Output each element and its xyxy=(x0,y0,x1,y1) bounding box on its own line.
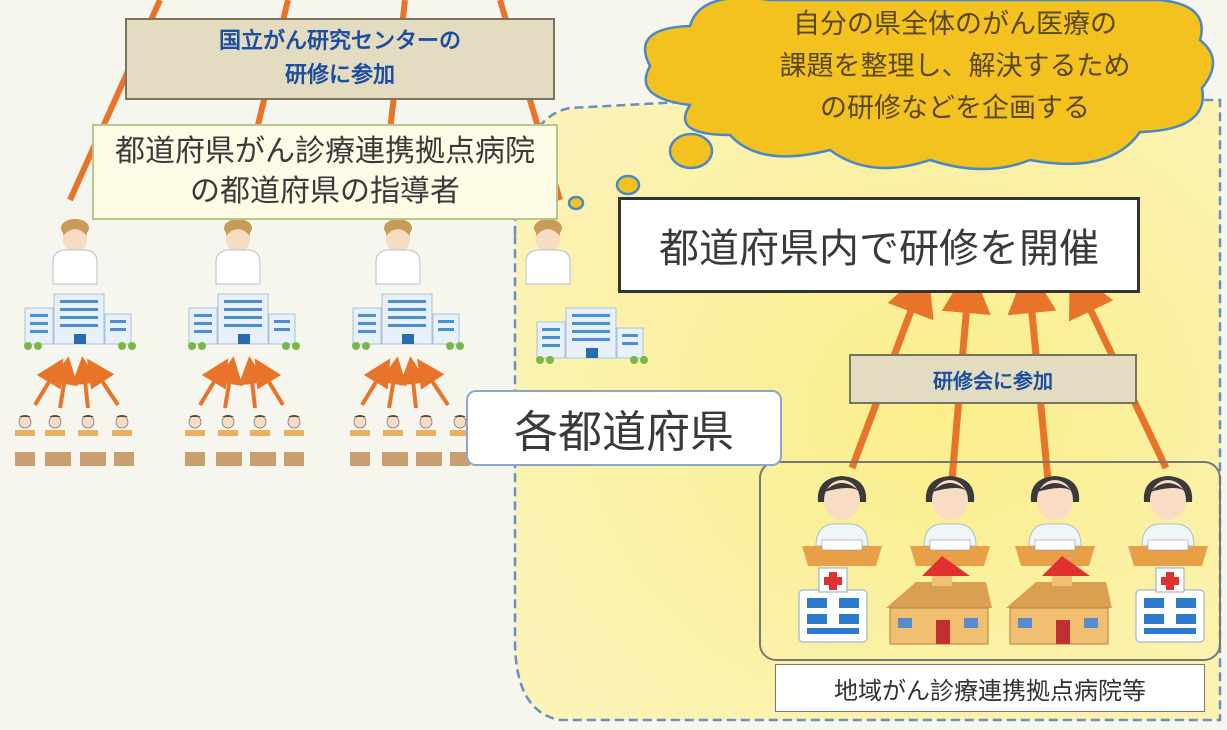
regional-group-frame xyxy=(759,461,1221,661)
prefecture-group-2 xyxy=(187,218,301,351)
thought-cloud-icon xyxy=(567,0,1215,211)
each-prefecture-label: 各都道府県 xyxy=(466,390,782,466)
nurse-icon xyxy=(52,218,98,285)
ncc-training-label: 国立がん研究センターの 研修に参加 xyxy=(125,18,555,100)
regional-hospitals-label: 地域がん診療連携拠点病院等 xyxy=(775,664,1205,712)
hold-training-label: 都道府県内で研修を開催 xyxy=(618,197,1140,293)
clinic-staff-row xyxy=(14,414,471,466)
prefecture-group-3 xyxy=(351,218,465,351)
nurse-icon xyxy=(375,218,421,285)
prefecture-group-1 xyxy=(23,218,137,351)
thought-cloud-text: 自分の県全体のがん医療の 課題を整理し、解決するため の研修などを企画する xyxy=(779,9,1131,124)
hospital-building-icon xyxy=(351,293,465,351)
arrow-icon xyxy=(33,356,450,409)
prefectural-leaders-label: 都道府県がん診療連携拠点病院 の都道府県の指導者 xyxy=(92,124,558,220)
attend-training-label: 研修会に参加 xyxy=(849,354,1137,404)
hospital-building-icon xyxy=(187,293,301,351)
hospital-building-icon xyxy=(23,293,137,351)
nurse-icon xyxy=(215,218,261,285)
